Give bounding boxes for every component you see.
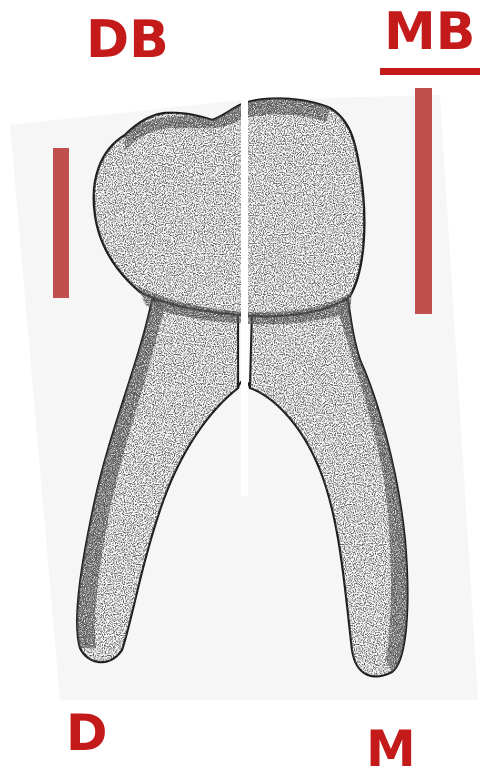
label-mesial: M <box>366 724 416 774</box>
label-mesiobuccal: MB <box>384 6 475 58</box>
mesiobuccal-measurement-bar <box>415 88 432 314</box>
label-distal: D <box>66 708 108 758</box>
label-distobuccal: DB <box>86 14 169 66</box>
distobuccal-measurement-bar <box>53 148 69 298</box>
center-split-line <box>241 96 248 496</box>
mesiobuccal-underline <box>380 68 480 75</box>
